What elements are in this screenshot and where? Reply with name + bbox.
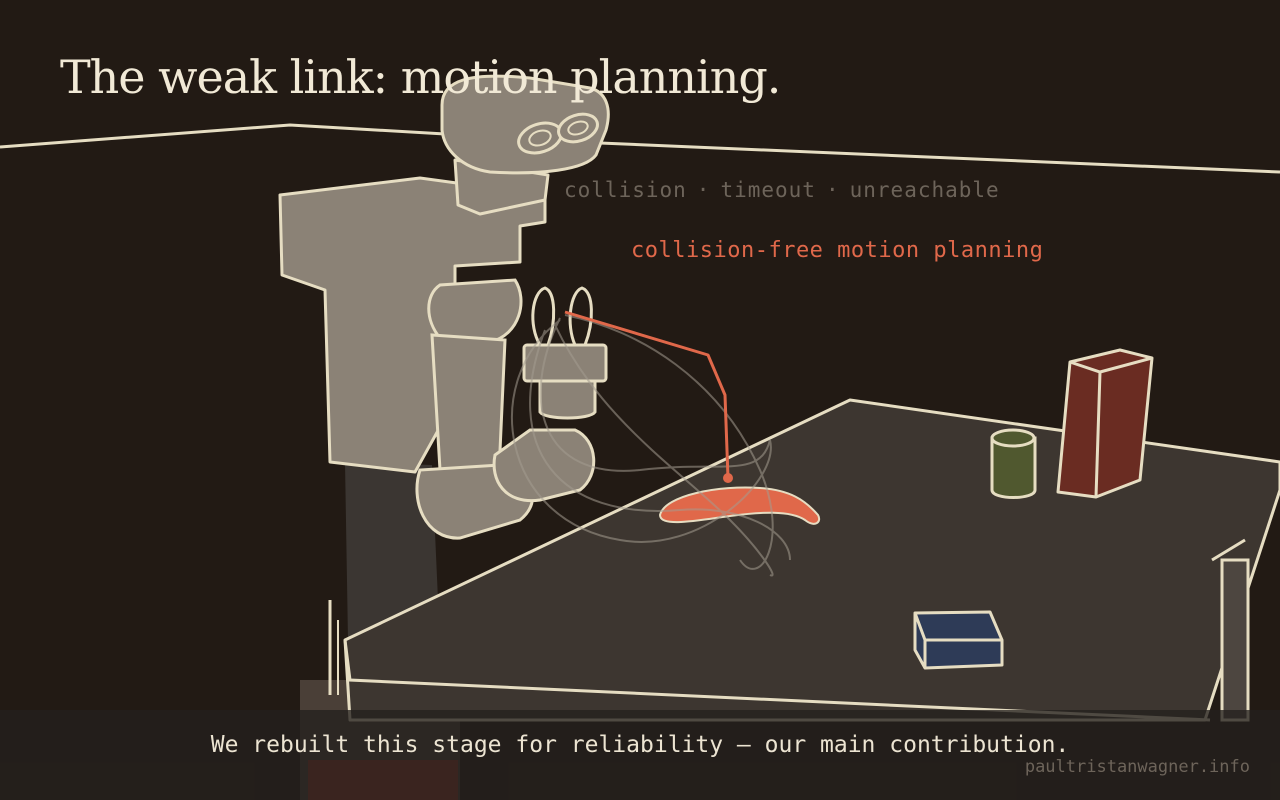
failure-modes: collision · timeout · unreachable	[564, 178, 1000, 202]
collision-free-path	[564, 310, 733, 483]
caption-text: We rebuilt this stage for reliability — …	[210, 732, 1070, 758]
failure-mode-collision: collision	[564, 178, 687, 202]
red-box	[1056, 348, 1154, 499]
separator-dot: ·	[696, 178, 711, 202]
site-credit: paultristanwagner.info	[1024, 757, 1250, 777]
failure-mode-unreachable: unreachable	[849, 178, 1000, 202]
highlight-label: collision-free motion planning	[631, 238, 1044, 263]
separator-dot: ·	[825, 178, 840, 202]
banana	[658, 486, 821, 525]
green-can	[990, 428, 1037, 499]
blue-box	[913, 610, 1004, 670]
room-wall-line	[0, 123, 1280, 174]
robot-arm	[415, 278, 608, 540]
caption-bar	[0, 710, 1280, 800]
slide-title: The weak link: motion planning.	[60, 50, 781, 104]
table	[343, 398, 1280, 722]
failure-mode-timeout: timeout	[720, 178, 816, 202]
candidate-trajectories	[511, 314, 791, 577]
robot-head	[440, 74, 610, 216]
